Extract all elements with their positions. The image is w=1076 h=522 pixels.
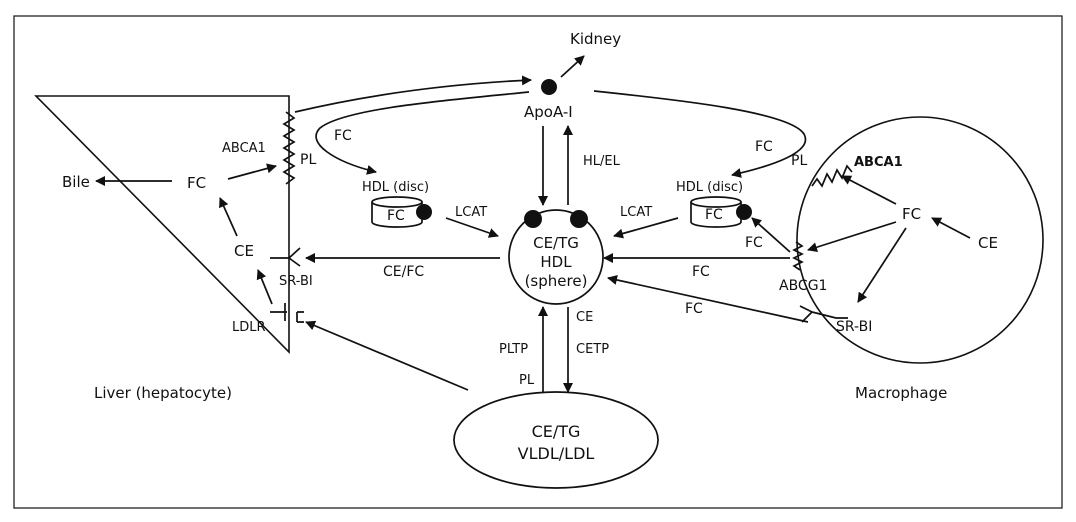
left-disc-label: HDL (disc) <box>362 180 429 195</box>
left-arc-fc-label: FC <box>334 128 352 144</box>
arrow-abcg1-to-right-disc <box>751 217 791 253</box>
arrow-fc-to-srbi-macrophage <box>857 227 907 303</box>
arrow-fc-to-abca1 <box>227 163 277 180</box>
left-hdl-disc <box>371 196 432 228</box>
liver-srbi-receptor <box>270 247 301 267</box>
diagram-frame <box>13 15 1063 509</box>
arrow-fc-to-abcg1 <box>807 221 897 253</box>
abcg1-transporter <box>792 241 804 271</box>
right-hdl-disc <box>690 196 752 228</box>
right-arc-fc-label: FC <box>755 139 773 155</box>
liver-srbi-label: SR-BI <box>279 274 313 289</box>
hl-el-label: HL/EL <box>583 154 621 169</box>
macrophage-abca1-transporter <box>811 164 853 188</box>
liver-pl-label: PL <box>300 152 316 168</box>
macrophage-abca1-label: ABCA1 <box>854 155 903 170</box>
ldlr-receptor <box>270 303 304 323</box>
liver-ce-label: CE <box>234 242 254 260</box>
arrow-apoa1-to-left-disc <box>315 91 530 175</box>
right-disc-fc-label: FC <box>705 207 723 223</box>
ce-fc-label: CE/FC <box>383 264 424 280</box>
hdl-apoa1-right <box>570 210 588 228</box>
macrophage-srbi-label: SR-BI <box>836 319 872 335</box>
hdl-line3: (sphere) <box>525 272 588 290</box>
ldlr-label: LDLR <box>232 320 266 335</box>
right-lcat-label: LCAT <box>620 205 652 220</box>
macrophage-fc-label: FC <box>902 205 921 223</box>
vldl-ldl-particle <box>453 391 659 489</box>
arrow-ldlr-to-ce <box>256 269 273 305</box>
kidney-label: Kidney <box>570 30 621 48</box>
vldl-line2: VLDL/LDL <box>518 444 595 463</box>
center-ce-label: CE <box>576 310 593 325</box>
arrow-srbi-to-hdl <box>607 275 809 323</box>
apoa1-label: ApoA-I <box>524 103 573 121</box>
liver-abca1-transporter <box>282 111 296 185</box>
left-lcat-label: LCAT <box>455 205 487 220</box>
abcg1-hdl-fc-label: FC <box>692 264 710 280</box>
arrow-ce-to-fc-macrophage <box>931 217 971 239</box>
pltp-label: PLTP <box>499 342 528 357</box>
hdl-line1: CE/TG <box>533 234 579 252</box>
arrow-apoa1-to-kidney <box>560 55 585 78</box>
macrophage-pl-label: PL <box>791 153 807 169</box>
macrophage-cell <box>796 116 1044 364</box>
left-disc-fc-label: FC <box>387 208 405 224</box>
srbi-hdl-fc-label: FC <box>685 301 703 317</box>
hdl-apoa1-left <box>524 210 542 228</box>
macrophage-ce-label: CE <box>978 234 998 252</box>
vldl-line1: CE/TG <box>532 422 581 441</box>
liver-abca1-label: ABCA1 <box>222 141 266 156</box>
abcg1-disc-fc-label: FC <box>745 235 763 251</box>
right-disc-label: HDL (disc) <box>676 180 743 195</box>
macrophage-caption: Macrophage <box>855 384 947 402</box>
arrow-liver-to-apoa1 <box>294 75 532 113</box>
liver-cell-shape <box>34 95 290 354</box>
liver-caption: Liver (hepatocyte) <box>94 384 232 402</box>
arrow-ce-to-fc <box>219 197 238 237</box>
hdl-line2: HDL <box>540 253 572 271</box>
center-pl-label: PL <box>519 373 535 388</box>
cetp-label: CETP <box>576 342 609 357</box>
abcg1-label: ABCG1 <box>779 278 827 294</box>
liver-fc-label: FC <box>187 174 206 192</box>
arrow-left-disc-to-hdl <box>445 217 499 238</box>
arrow-fc-to-abca1-macrophage <box>841 175 897 205</box>
apoa1-particle <box>541 79 557 95</box>
arrow-vldl-to-ldlr <box>305 320 469 391</box>
bile-label: Bile <box>62 173 90 191</box>
arrow-right-disc-to-hdl <box>613 217 679 239</box>
arrow-apoa1-to-right-disc <box>593 90 807 178</box>
